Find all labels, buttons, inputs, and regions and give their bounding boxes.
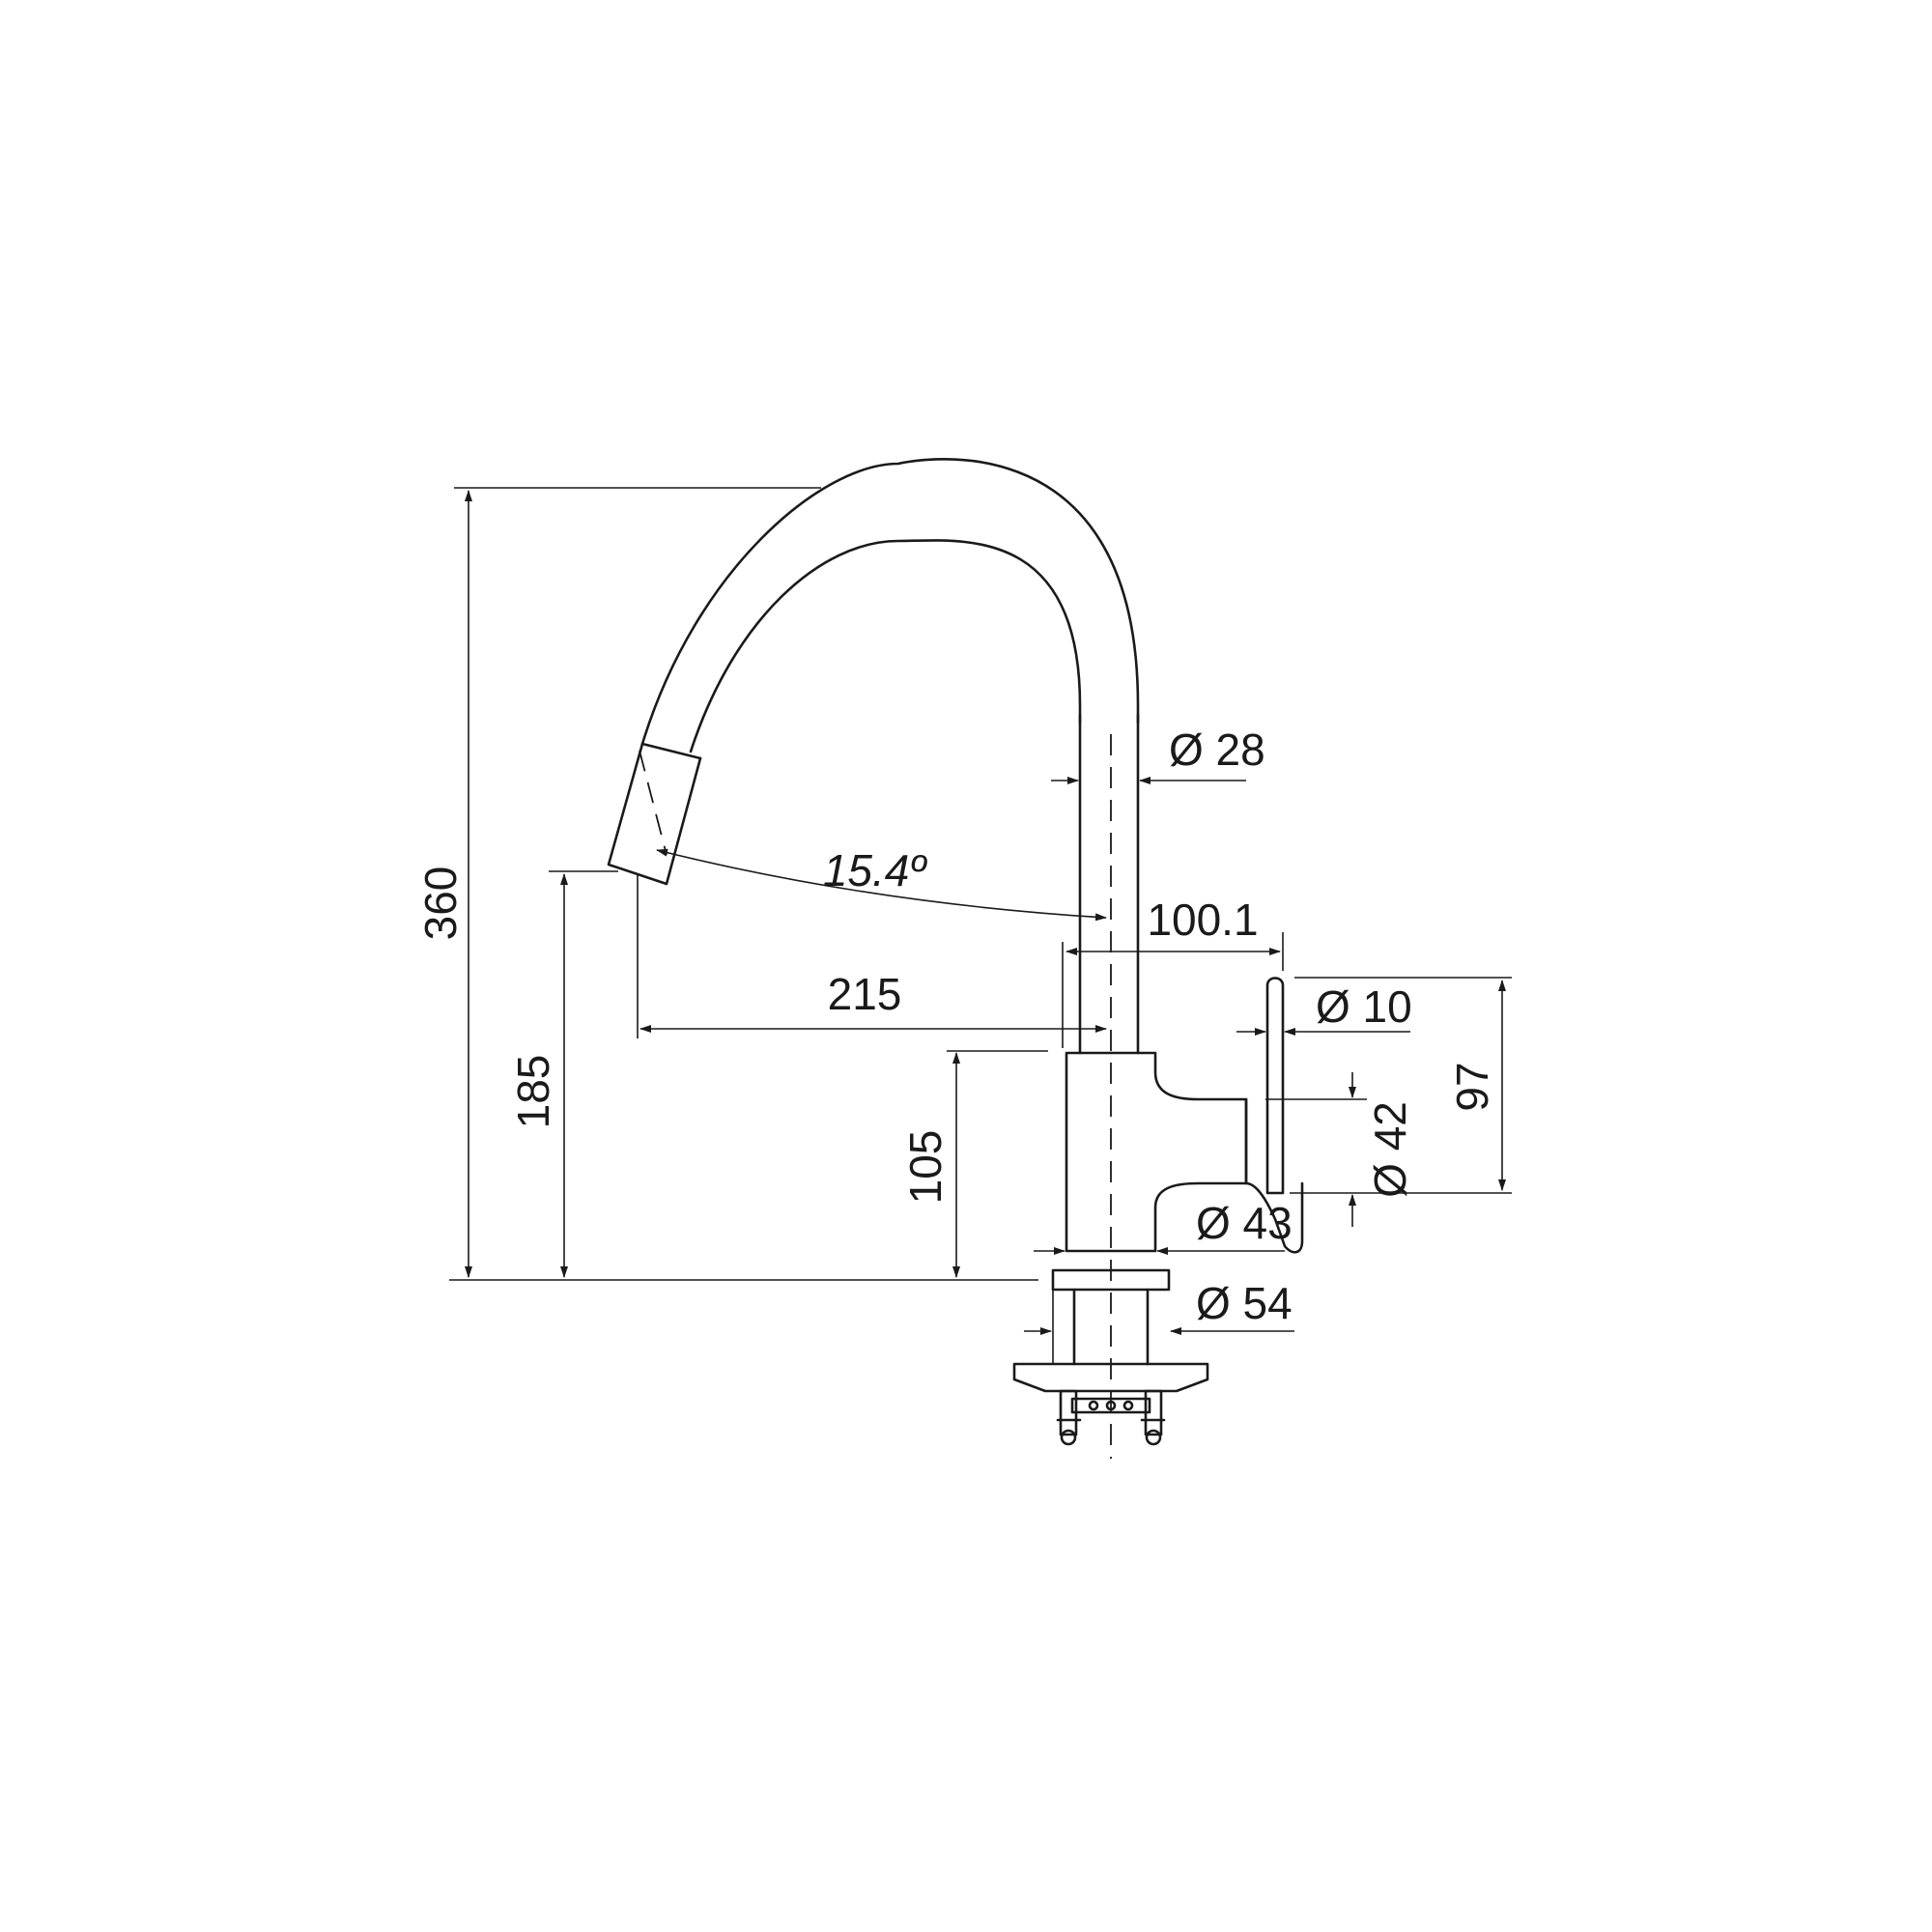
dim-spray-angle: 15.4º	[823, 845, 928, 895]
dim-body-diameter: Ø 43	[1196, 1198, 1293, 1248]
spray-head	[607, 742, 702, 886]
dim-body-height: 105	[900, 1130, 951, 1205]
dim-lever-diameter: Ø 10	[1316, 981, 1412, 1032]
spout-outer-curve	[640, 458, 1140, 746]
dim-handle-height: 97	[1447, 1062, 1497, 1111]
dim-total-height: 360	[415, 867, 466, 941]
lever	[1265, 977, 1285, 1195]
fixing-studs	[1056, 1389, 1166, 1446]
spray-axis	[639, 750, 668, 856]
spray-head-joint	[640, 742, 702, 760]
dim-spout-height: 185	[508, 1055, 558, 1129]
handle-cap	[1244, 1097, 1304, 1254]
dim-handle-offset: 100.1	[1147, 895, 1258, 945]
spout-inner-curve	[689, 539, 1082, 753]
dim-handle-diameter: Ø 42	[1365, 1101, 1415, 1198]
extension-lines	[449, 487, 1512, 1364]
dimension-lines	[465, 490, 1506, 1335]
dim-spout-diameter: Ø 28	[1169, 724, 1265, 775]
dim-reach: 215	[828, 969, 902, 1019]
dim-base-diameter: Ø 54	[1196, 1278, 1293, 1328]
mounting-plate	[1012, 1362, 1209, 1393]
